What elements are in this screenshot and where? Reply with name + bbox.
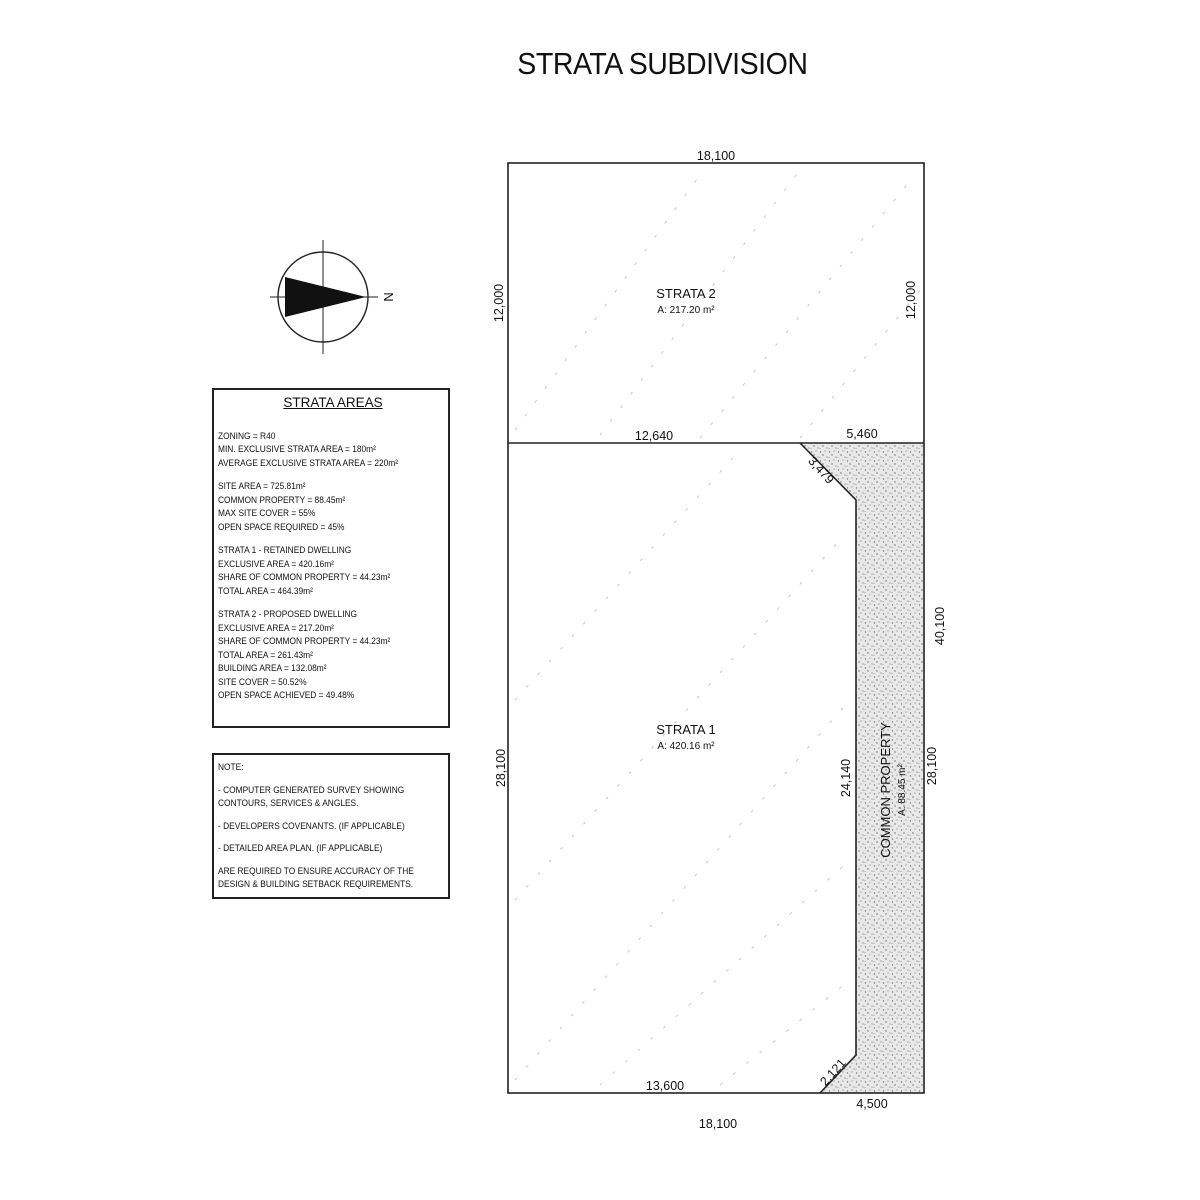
note-line: - DEVELOPERS COVENANTS. (IF APPLICABLE) <box>218 820 405 832</box>
dim-right-lower: 28,100 <box>925 747 939 785</box>
dim-bottom-strata: 13,600 <box>646 1079 684 1093</box>
areas-line: BUILDING AREA = 132.08m² <box>218 663 327 674</box>
north-label: N <box>381 292 396 301</box>
note-line: ARE REQUIRED TO ENSURE ACCURACY OF THE <box>218 865 414 877</box>
north-arrow-icon: N <box>270 240 396 354</box>
areas-line: AVERAGE EXCLUSIVE STRATA AREA = 220m² <box>218 457 399 469</box>
lot-boundaries <box>507 162 925 1094</box>
areas-line: ZONING = R40 <box>218 430 276 442</box>
common-property-area <box>800 443 924 1093</box>
common-property-name: COMMON PROPERTY <box>878 722 893 858</box>
areas-line: EXCLUSIVE AREA = 420.16m² <box>218 558 334 570</box>
page-title: STRATA SUBDIVISION <box>517 46 808 81</box>
areas-line: OPEN SPACE REQUIRED = 45% <box>218 521 345 533</box>
areas-line: SITE COVER = 50.52% <box>218 676 307 688</box>
strata1-area: A: 420.16 m² <box>657 741 715 752</box>
areas-line: STRATA 2 - PROPOSED DWELLING <box>218 609 358 620</box>
areas-line: MIN. EXCLUSIVE STRATA AREA = 180m² <box>218 444 376 455</box>
note-line: - COMPUTER GENERATED SURVEY SHOWING <box>218 784 405 796</box>
areas-line: SHARE OF COMMON PROPERTY = 44.23m² <box>218 636 391 647</box>
notes-heading: NOTE: <box>218 762 244 773</box>
strata2-area: A: 217.20 m² <box>657 305 715 316</box>
note-line: DESIGN & BUILDING SETBACK REQUIREMENTS. <box>218 879 414 890</box>
notes-box: NOTE: - COMPUTER GENERATED SURVEY SHOWIN… <box>212 753 450 899</box>
common-property-boundary <box>799 442 857 1094</box>
strata-areas-heading: STRATA AREAS <box>283 395 383 410</box>
dim-divider-common: 5,460 <box>846 427 877 441</box>
strata2-name: STRATA 2 <box>656 286 715 301</box>
areas-line: TOTAL AREA = 261.43m² <box>218 649 313 661</box>
areas-line: COMMON PROPERTY = 88.45m² <box>218 494 346 506</box>
areas-line: STRATA 1 - RETAINED DWELLING <box>218 545 352 556</box>
dim-divider-strata: 12,640 <box>635 429 673 443</box>
areas-group: SITE AREA = 725.81m² COMMON PROPERTY = 88… <box>218 480 448 534</box>
strata1-name: STRATA 1 <box>656 722 715 737</box>
dim-top: 18,100 <box>697 149 735 163</box>
note-line: CONTOURS, SERVICES & ANGLES. <box>218 798 359 809</box>
areas-group: STRATA 1 - RETAINED DWELLING EXCLUSIVE AR… <box>218 544 448 598</box>
dim-bottom-common: 4,500 <box>856 1097 887 1111</box>
lot-hatching <box>514 169 921 1086</box>
common-property-area-label: A: 88.45 m² <box>897 763 908 815</box>
areas-line: EXCLUSIVE AREA = 217.20m² <box>218 622 334 634</box>
dim-right-full: 40,100 <box>933 607 947 645</box>
dim-inner-edge: 24,140 <box>839 759 853 797</box>
site-boundary <box>507 162 925 1094</box>
areas-line: OPEN SPACE ACHIEVED = 49.48% <box>218 690 355 701</box>
lot-labels: STRATA 2 A: 217.20 m² STRATA 1 A: 420.16… <box>656 286 908 858</box>
dim-strata2-right: 12,000 <box>904 281 918 319</box>
dim-strata1-left: 28,100 <box>494 749 508 787</box>
areas-line: MAX SITE COVER = 55% <box>218 508 316 519</box>
areas-line: SHARE OF COMMON PROPERTY = 44.23m² <box>218 572 391 583</box>
areas-line: TOTAL AREA = 464.39m² <box>218 585 313 597</box>
dim-bottom: 18,100 <box>699 1117 737 1131</box>
dim-strata2-left: 12,000 <box>492 284 506 322</box>
note-line: - DETAILED AREA PLAN. (IF APPLICABLE) <box>218 843 383 854</box>
areas-line: SITE AREA = 725.81m² <box>218 481 306 492</box>
areas-group: STRATA 2 - PROPOSED DWELLING EXCLUSIVE AR… <box>218 608 448 703</box>
